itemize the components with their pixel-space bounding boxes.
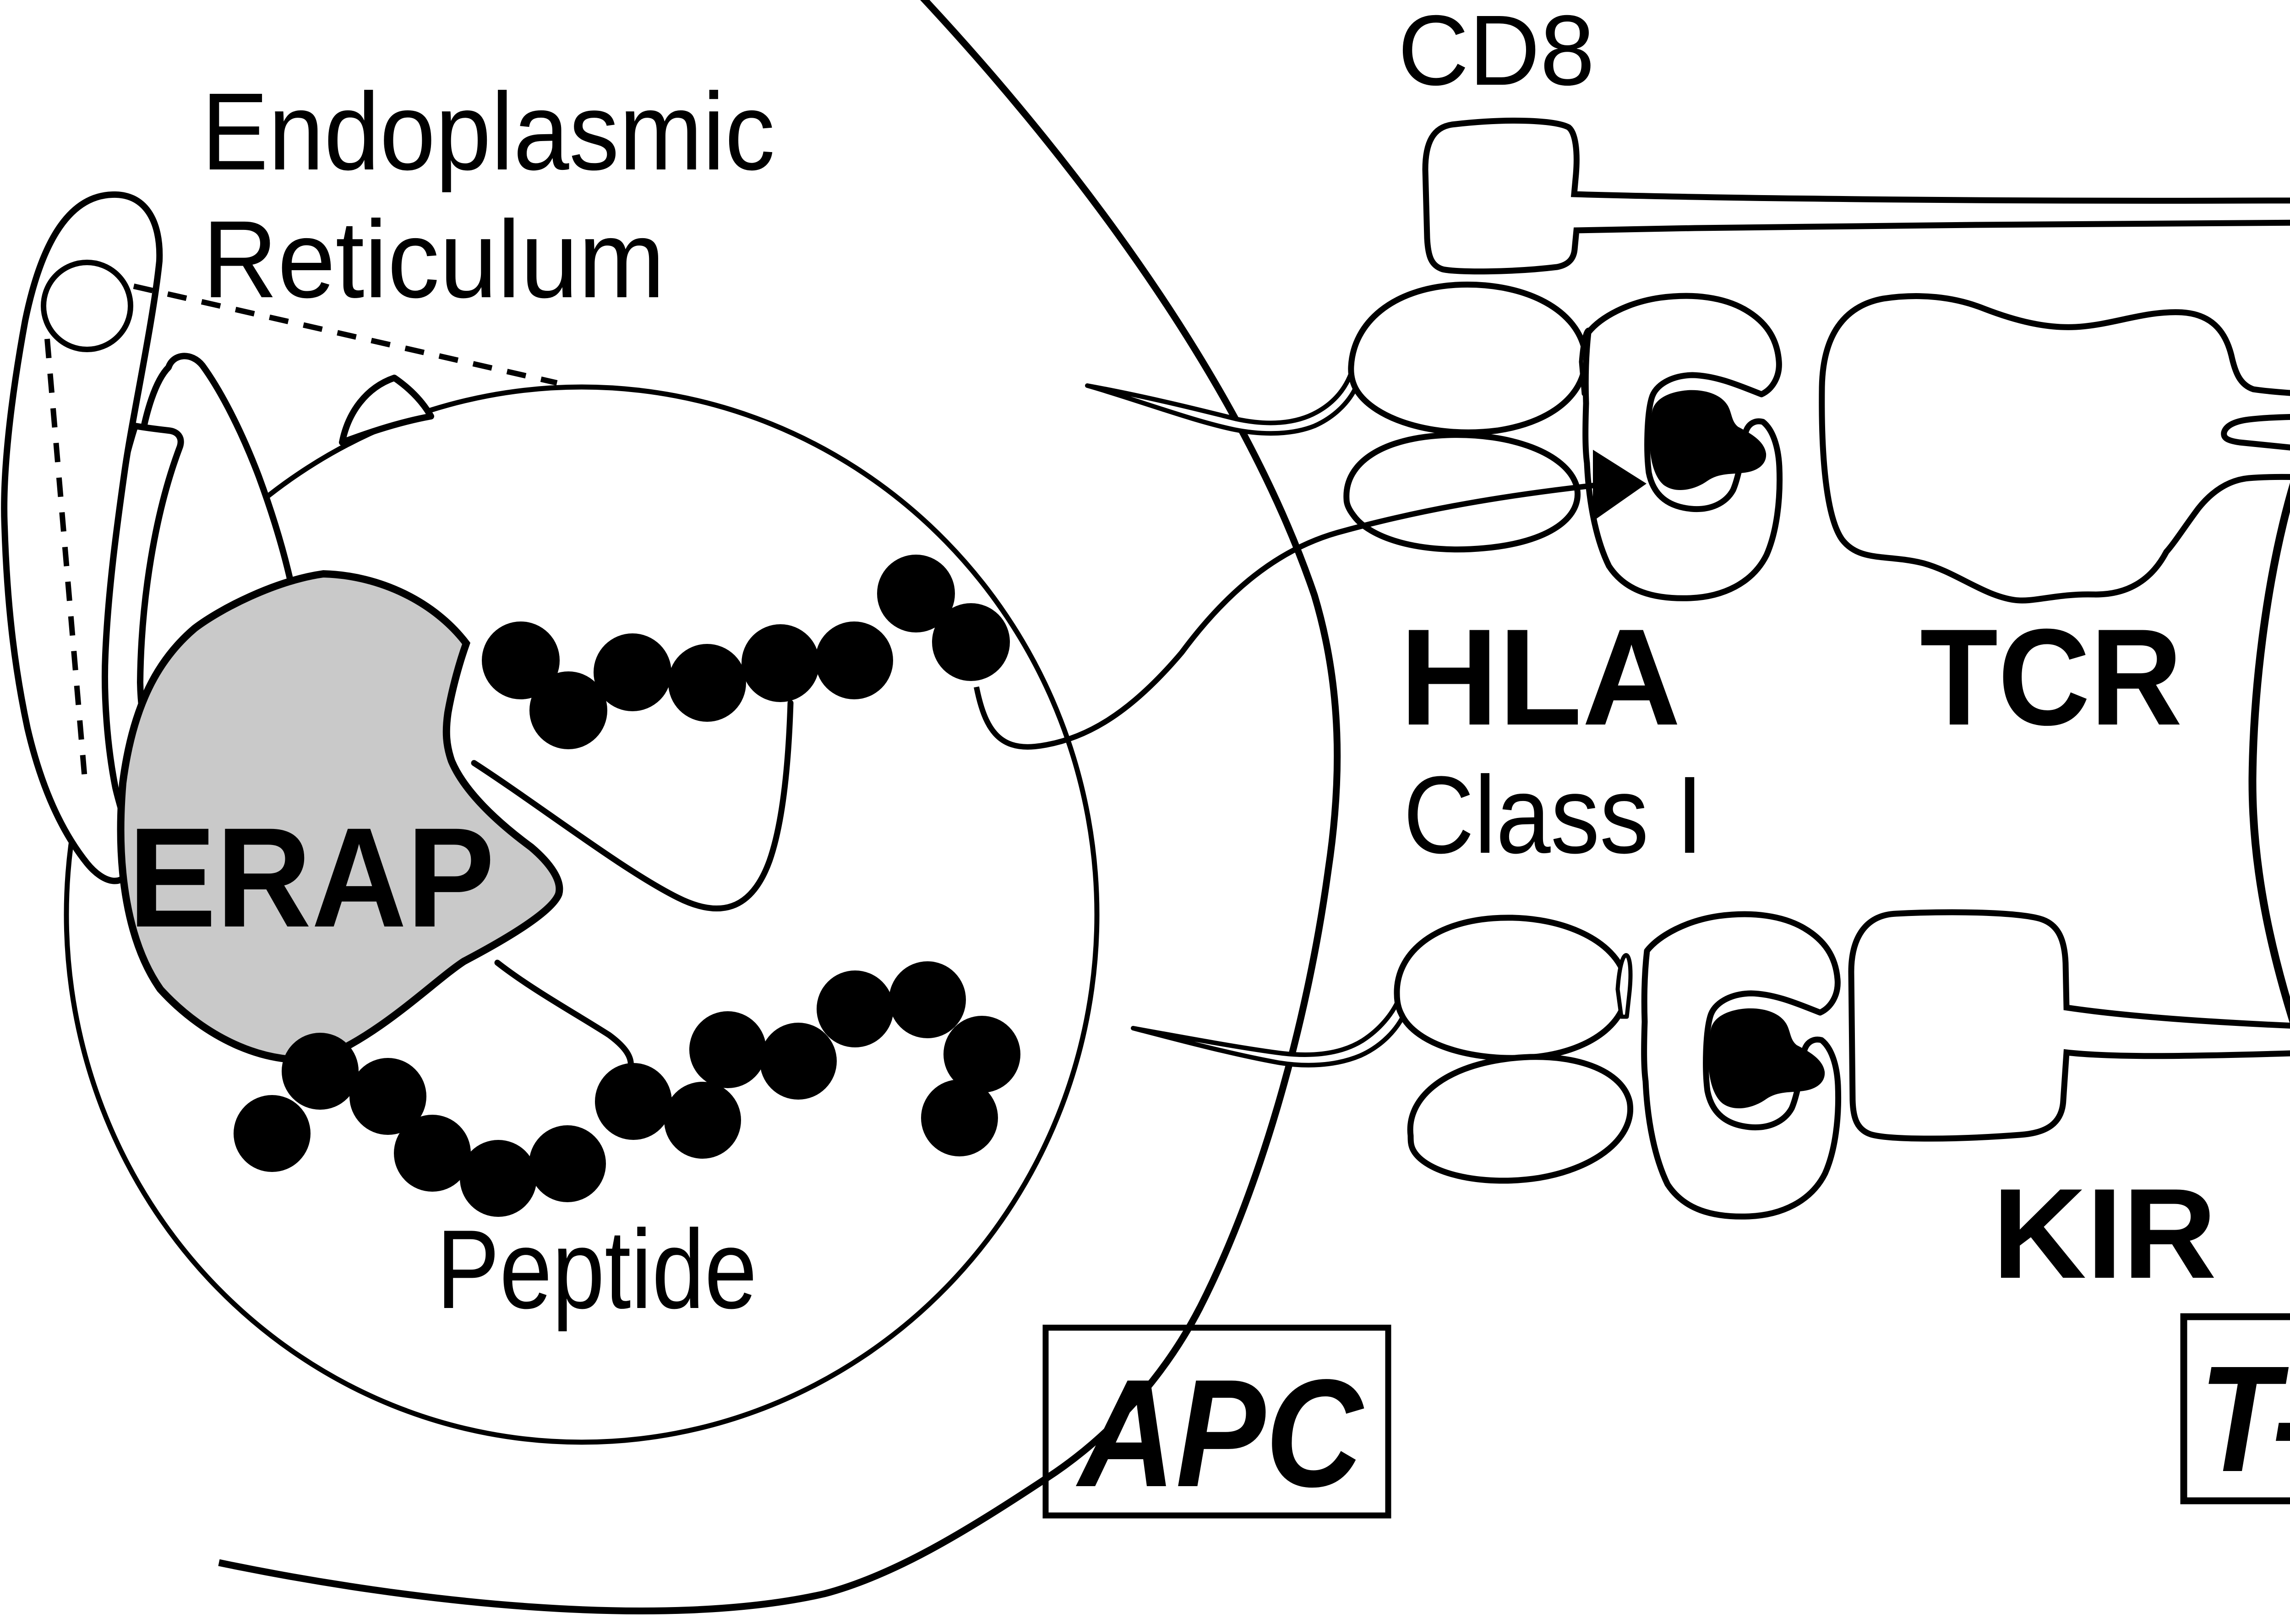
svg-text:HLA: HLA bbox=[1400, 600, 1681, 754]
svg-text:Peptide: Peptide bbox=[436, 1206, 757, 1332]
svg-text:T-Cell: T-Cell bbox=[2199, 1334, 2290, 1503]
svg-text:APC: APC bbox=[1074, 1347, 1364, 1519]
svg-text:TCR: TCR bbox=[1920, 600, 2182, 754]
svg-text:Class I: Class I bbox=[1403, 753, 1703, 876]
svg-text:ERAP: ERAP bbox=[128, 798, 495, 957]
svg-text:Endoplasmic: Endoplasmic bbox=[202, 70, 775, 193]
svg-text:CD8: CD8 bbox=[1398, 0, 1595, 106]
svg-text:Reticulum: Reticulum bbox=[202, 198, 665, 321]
svg-text:KIR: KIR bbox=[1992, 1162, 2217, 1305]
